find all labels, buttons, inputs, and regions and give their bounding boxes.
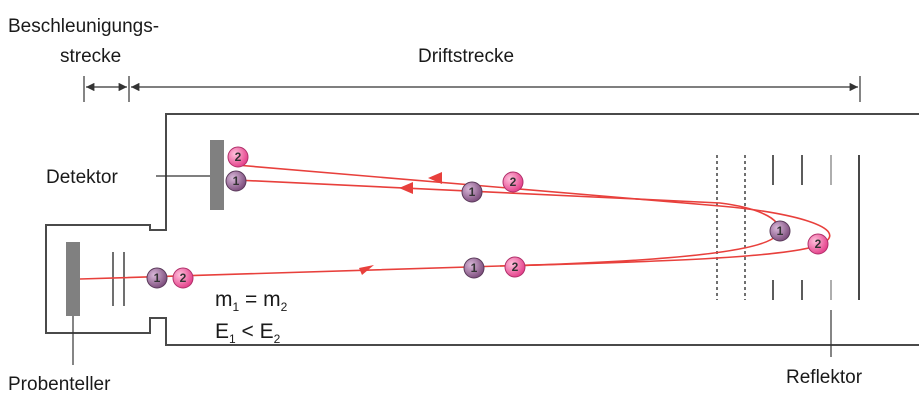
reflector-electrodes — [716, 155, 860, 357]
particle-ion2-reflector: 2 — [807, 233, 829, 255]
particle-label: 2 — [512, 260, 519, 274]
particle-ion2-drift: 2 — [504, 256, 526, 278]
detector-plate — [210, 140, 224, 210]
ion1-path — [235, 179, 780, 267]
sample-plate — [66, 242, 80, 316]
particle-ion2-detector: 2 — [227, 146, 249, 168]
acceleration-label-line1: Beschleunigungs- — [8, 16, 159, 37]
detector-label: Detektor — [46, 167, 118, 188]
particle-label: 1 — [154, 271, 161, 285]
particle-ion1-detector: 1 — [225, 170, 247, 192]
particle-ion1-start: 1 — [146, 267, 168, 289]
particle-label: 1 — [469, 185, 476, 199]
forward-arrow-head — [359, 265, 374, 275]
sample-plate-label: Probenteller — [8, 374, 111, 395]
particle-label: 1 — [777, 224, 784, 238]
particle-label: 1 — [233, 174, 240, 188]
particle-label: 2 — [815, 237, 822, 251]
particle-label: 2 — [510, 175, 517, 189]
dimension-lines — [83, 76, 861, 102]
particle-label: 1 — [471, 261, 478, 275]
particle-ion1-reflector: 1 — [769, 220, 791, 242]
particle-ion1-drift: 1 — [463, 257, 485, 279]
particle-ion1-return: 1 — [461, 181, 483, 203]
particle-ion2-start: 2 — [172, 267, 194, 289]
drift-label: Driftstrecke — [418, 46, 514, 67]
particle-ion2-return: 2 — [502, 171, 524, 193]
instrument-housing — [45, 113, 919, 346]
particle-label: 2 — [180, 271, 187, 285]
energy-condition: E1 < E2 — [215, 320, 281, 346]
particle-label: 2 — [235, 150, 242, 164]
reflector-label: Reflektor — [786, 367, 863, 388]
acceleration-label-line2: strecke — [60, 46, 121, 67]
return-arrow-head-2 — [428, 172, 442, 184]
return-arrow-head-1 — [399, 182, 413, 194]
mass-condition: m1 = m2 — [215, 288, 288, 314]
